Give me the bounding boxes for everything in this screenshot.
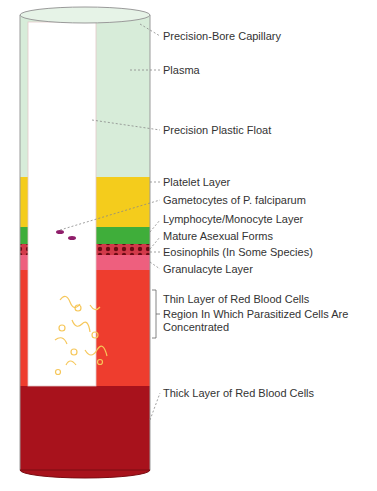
bracket — [152, 290, 160, 338]
tube-top — [20, 7, 150, 23]
layer-label: Precision-Bore Capillary — [163, 30, 281, 43]
layer-label: Eosinophils (In Some Species) — [163, 246, 313, 259]
plastic-float — [28, 22, 96, 386]
layer-label: Thin Layer of Red Blood Cells — [163, 293, 309, 306]
parasitized-cells — [55, 296, 107, 374]
layer-label: Mature Asexual Forms — [163, 230, 273, 243]
layer-label: Region In Which Parasitized Cells Are Co… — [163, 308, 363, 334]
layer-label: Gametocytes of P. falciparum — [163, 194, 306, 207]
layer-label: Platelet Layer — [163, 176, 230, 189]
layer-label: Granulacyte Layer — [163, 263, 253, 276]
layer-label: Thick Layer of Red Blood Cells — [163, 387, 314, 400]
leader-lines — [60, 24, 160, 420]
layer-label: Precision Plastic Float — [163, 124, 271, 137]
tube-bottom — [20, 470, 150, 478]
blood-layers — [20, 15, 150, 470]
layer-label: Plasma — [163, 64, 200, 77]
gametocytes — [56, 230, 76, 240]
layer-label: Lymphocyte/Monocyte Layer — [163, 213, 303, 226]
